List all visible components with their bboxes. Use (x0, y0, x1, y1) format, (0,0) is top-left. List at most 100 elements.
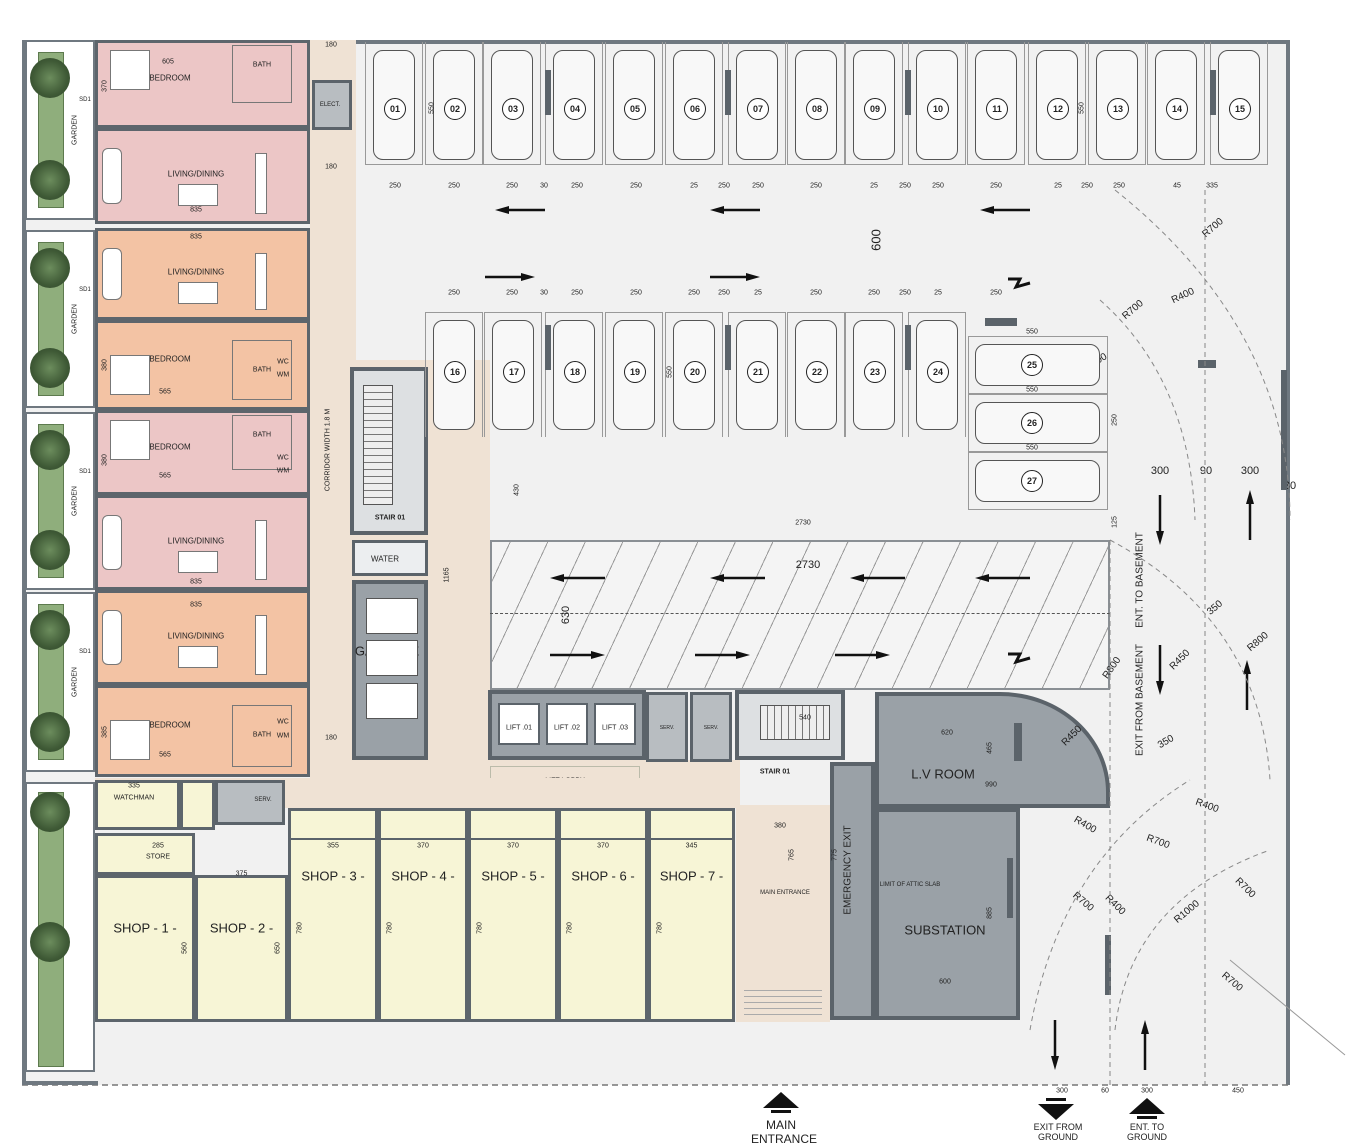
tree-icon (30, 58, 70, 98)
stall-number: 02 (444, 98, 466, 120)
ent-ground-arrow-icon (1129, 1098, 1165, 1114)
bedroom-label: BEDROOM (149, 73, 191, 83)
garbage-bin (366, 683, 418, 719)
arrow-down-icon (1156, 531, 1164, 545)
sofa (102, 148, 122, 204)
wc-label: WC (277, 358, 289, 366)
apartment-living (95, 128, 310, 224)
lift-label: LIFT .02 (554, 724, 580, 732)
parking-stall-21 (728, 312, 786, 437)
stall-number: 14 (1166, 98, 1188, 120)
wc-label: WC (277, 718, 289, 726)
shop-label: SHOP - 3 - (301, 868, 365, 884)
dim-180: 180 (325, 734, 337, 742)
stair-flight (760, 705, 830, 740)
sub-dim: 600 (939, 978, 951, 986)
dim-835: 835 (190, 233, 202, 241)
sd1-label: SD1 (79, 649, 91, 655)
living-label: LIVING/DINING (167, 267, 225, 277)
bedroom-label: BEDROOM (149, 354, 191, 364)
store-dim: 285 (152, 842, 164, 850)
stall-number: 16 (444, 361, 466, 383)
bath-label: BATH (252, 366, 272, 374)
parking-stall-09 (845, 42, 903, 165)
shop-wc (381, 810, 465, 840)
arrow-left-icon (550, 574, 564, 582)
stair-dim: 540 (799, 714, 811, 722)
living-label: LIVING/DINING (167, 536, 225, 545)
water-tank (352, 540, 428, 576)
arrow-up-icon (1141, 1020, 1149, 1034)
parking-stall-05 (605, 42, 663, 165)
stall-number: 20 (684, 361, 706, 383)
kitchen-counter (255, 520, 267, 580)
parking-stall-18 (545, 312, 603, 437)
shop-label: SHOP - 4 - (391, 868, 455, 884)
stall-number: 08 (806, 98, 828, 120)
lv-pillar (1014, 723, 1022, 761)
shop-3 (288, 808, 378, 1022)
tree-icon (30, 610, 70, 650)
parking-stall-14 (1147, 42, 1205, 165)
dim-label: 250 (990, 182, 1002, 190)
serv-label: SERV. (254, 797, 272, 803)
stall-number: 04 (564, 98, 586, 120)
turn-arrow-icon (1008, 277, 1031, 290)
wm-label: WM (276, 371, 290, 379)
dim-label: 250 (1081, 182, 1093, 190)
bed (110, 420, 150, 460)
dim-label: 250 (506, 182, 518, 190)
dim-label: 25 (690, 182, 698, 190)
lift-label: LIFT .03 (602, 724, 628, 732)
tree-icon (30, 712, 70, 752)
stall-number: 19 (624, 361, 646, 383)
parking-stall-11 (967, 42, 1025, 165)
bath-label: BATH (252, 431, 272, 439)
main-entrance-label: MAIN ENTRANCE (760, 890, 810, 896)
shop-width: 345 (685, 842, 698, 850)
dim-label: 335 (1206, 182, 1218, 190)
ent-ground-arrow-icon-bar (1137, 1116, 1157, 1119)
bottom-dim: 450 (1232, 1087, 1244, 1095)
stall-number: 12 (1047, 98, 1069, 120)
pillar (1105, 935, 1111, 995)
lv-room-label: L.V ROOM (911, 766, 975, 782)
sofa (102, 515, 122, 570)
stall-number: 13 (1107, 98, 1129, 120)
shop-1 (95, 875, 195, 1022)
wm-label: WM (276, 732, 290, 740)
dim-380: 380 (774, 822, 786, 830)
tree-icon (30, 248, 70, 288)
ramp-curve (1114, 189, 1291, 521)
parking-stall-23 (845, 312, 903, 437)
ramp-curve (1109, 539, 1271, 781)
pillar (1210, 70, 1216, 115)
entrance-stairs (744, 990, 822, 1020)
pillar (1198, 360, 1216, 368)
dining-table (178, 282, 218, 304)
dim-label: 25 (934, 289, 942, 297)
pillar (545, 70, 551, 115)
bath-label: BATH (252, 731, 272, 739)
kitchen-counter (255, 615, 267, 675)
exit-ground-arrow-icon (1038, 1104, 1074, 1120)
parking-stall-06 (665, 42, 723, 165)
bedroom-label: BEDROOM (149, 442, 191, 451)
dining-table (178, 184, 218, 206)
attic-label: LIMIT OF ATTIC SLAB (879, 882, 941, 888)
stall-number: 27 (1021, 470, 1043, 492)
stall-number: 21 (747, 361, 769, 383)
car-outline (553, 320, 595, 430)
exit-ground-arrow-icon-bar (1046, 1098, 1066, 1101)
parking-stall-13 (1088, 42, 1146, 165)
dim-label: 30 (540, 289, 548, 297)
sd1-label: SD1 (79, 469, 91, 475)
bottom-dim: 300 (1056, 1087, 1068, 1095)
lane-dim: 300 (1150, 465, 1170, 477)
ramp-curve (1114, 849, 1271, 1031)
arrow-left-icon (980, 206, 994, 214)
bottom-dim: 300 (1141, 1087, 1153, 1095)
dim-label: 250 (630, 289, 642, 297)
dim-label: 250 (506, 289, 518, 297)
tree-icon (30, 792, 70, 832)
